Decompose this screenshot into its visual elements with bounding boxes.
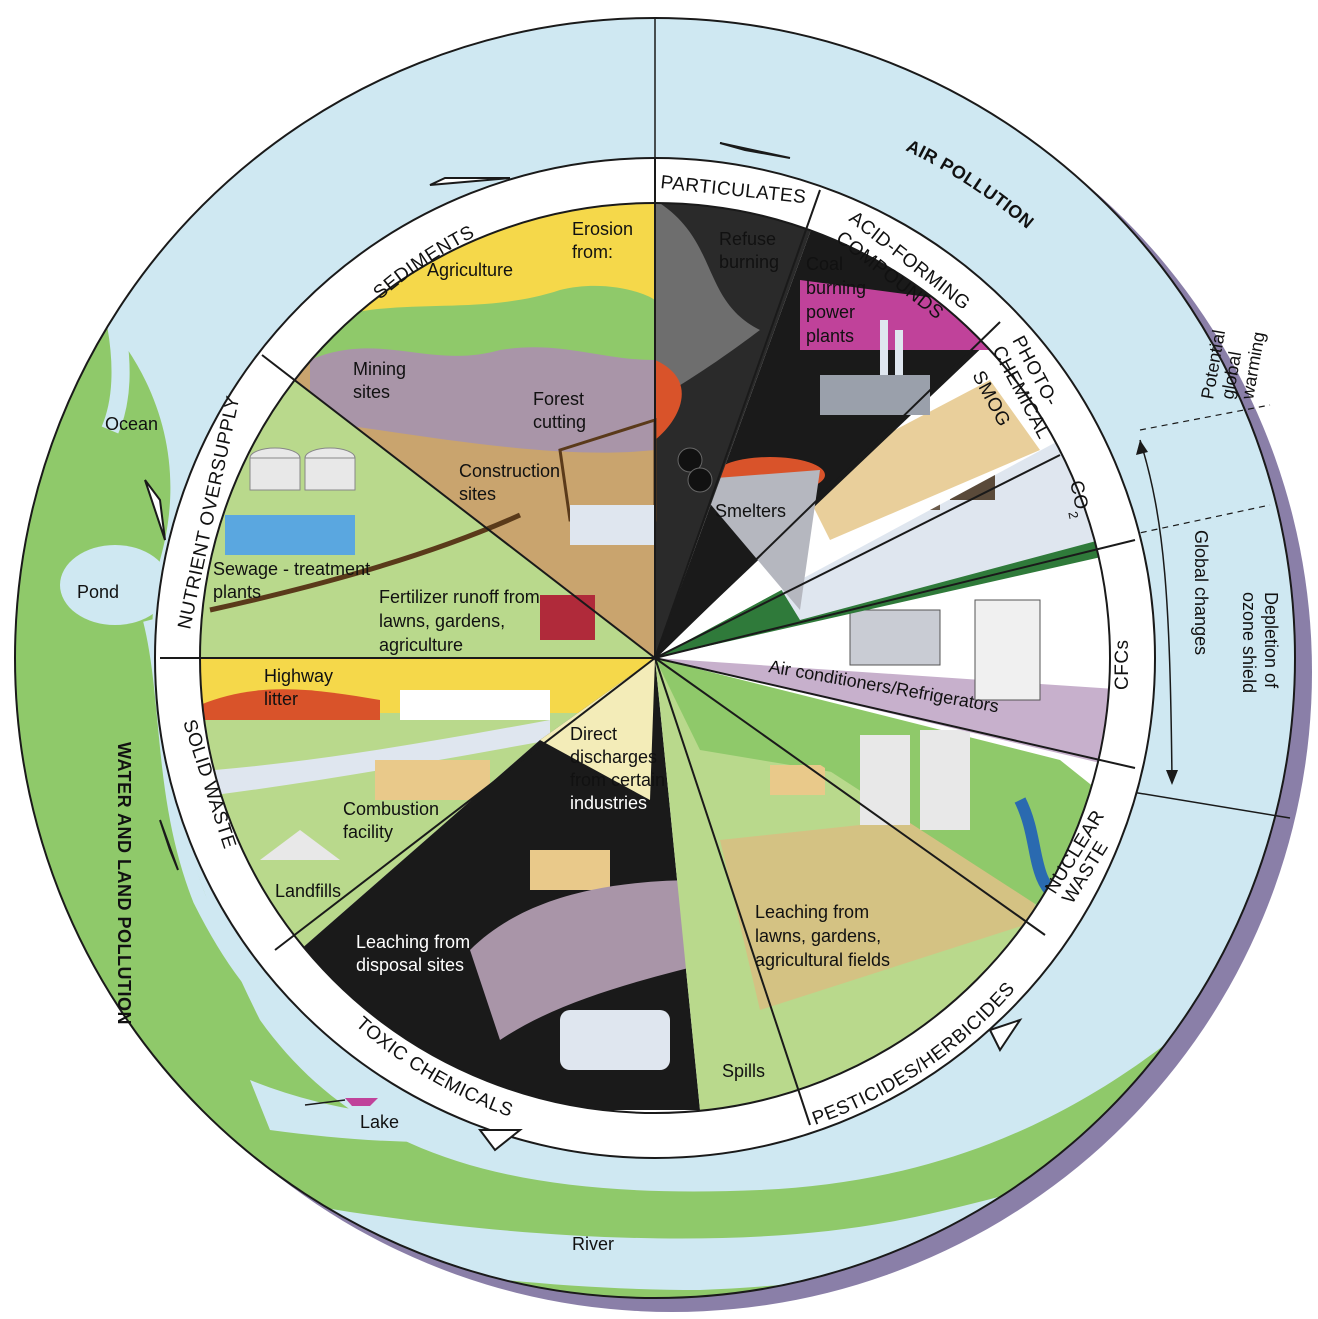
- svg-text:disposal sites: disposal sites: [356, 955, 464, 975]
- svg-text:Coal: Coal: [806, 254, 843, 274]
- svg-text:facility: facility: [343, 822, 393, 842]
- ozone-depletion-label: Depletion of ozone shield: [1239, 592, 1281, 693]
- category-cfcs: CFCs: [1112, 639, 1133, 690]
- svg-text:discharges: discharges: [570, 747, 657, 767]
- pond-label: Pond: [77, 582, 119, 602]
- global-warming-label: Potential global warming: [1197, 328, 1269, 401]
- lake-label: Lake: [360, 1112, 399, 1132]
- refuse-burning-label: Refuse burning: [719, 229, 779, 272]
- svg-text:lawns, gardens,: lawns, gardens,: [379, 611, 505, 631]
- region-divider-right: [1119, 789, 1291, 819]
- svg-text:agriculture: agriculture: [379, 635, 463, 655]
- svg-text:Mining: Mining: [353, 359, 406, 379]
- leaching-disposal-label: Leaching from disposal sites: [356, 932, 470, 975]
- svg-text:Direct: Direct: [570, 724, 617, 744]
- ring-tabs: [144, 142, 1023, 1152]
- svg-text:burning: burning: [806, 278, 866, 298]
- svg-text:Sewage - treatment: Sewage - treatment: [213, 559, 370, 579]
- coal-power-plants-label: Coal burning power plants: [806, 254, 866, 346]
- global-changes-label: Global changes: [1191, 530, 1211, 655]
- landfills-label: Landfills: [275, 881, 341, 901]
- river-label: River: [572, 1234, 614, 1254]
- warming-dash-top: [1139, 404, 1271, 431]
- fertilizer-runoff-label: Fertilizer runoff from lawns, gardens, a…: [379, 587, 540, 655]
- direct-discharges-label: Direct discharges from certain industrie…: [570, 724, 665, 813]
- svg-text:Fertilizer runoff from: Fertilizer runoff from: [379, 587, 540, 607]
- svg-text:ozone shield: ozone shield: [1239, 592, 1259, 693]
- mining-sites-label: Mining sites: [353, 359, 406, 402]
- svg-text:Construction: Construction: [459, 461, 560, 481]
- svg-text:Leaching from: Leaching from: [356, 932, 470, 952]
- smelters-label: Smelters: [715, 501, 786, 521]
- svg-text:Leaching from: Leaching from: [755, 902, 869, 922]
- wedge-nutrient: [200, 355, 655, 658]
- construction-sites-label: Construction sites: [459, 461, 560, 504]
- warming-dash-bottom: [1129, 504, 1271, 536]
- category-dividers: [160, 158, 1136, 1126]
- svg-text:Highway: Highway: [264, 666, 333, 686]
- svg-text:agricultural fields: agricultural fields: [755, 950, 890, 970]
- svg-text:Forest: Forest: [533, 389, 584, 409]
- svg-text:Combustion: Combustion: [343, 799, 439, 819]
- ocean-label: Ocean: [105, 414, 158, 434]
- sewage-tank: [225, 515, 355, 555]
- highway-litter-label: Highway litter: [264, 666, 333, 709]
- spills-label: Spills: [722, 1061, 765, 1081]
- svg-text:plants: plants: [806, 326, 854, 346]
- sewage-treatment-label: Sewage - treatment plants: [213, 559, 370, 602]
- svg-text:litter: litter: [264, 689, 298, 709]
- svg-text:industries: industries: [570, 793, 647, 813]
- barn: [540, 595, 595, 640]
- leaching-fields-label: Leaching from lawns, gardens, agricultur…: [755, 902, 890, 970]
- svg-text:from certain: from certain: [570, 770, 665, 790]
- svg-text:from:: from:: [572, 242, 613, 262]
- svg-text:Depletion of: Depletion of: [1261, 592, 1281, 689]
- pond-shape: [60, 545, 170, 625]
- svg-text:sites: sites: [353, 382, 390, 402]
- combustion-facility-label: Combustion facility: [343, 799, 439, 842]
- svg-text:power: power: [806, 302, 855, 322]
- svg-text:burning: burning: [719, 252, 779, 272]
- forest-cutting-label: Forest cutting: [533, 389, 586, 432]
- water-land-pollution-title: WATER AND LAND POLLUTION: [114, 742, 134, 1025]
- svg-text:lawns, gardens,: lawns, gardens,: [755, 926, 881, 946]
- svg-text:cutting: cutting: [533, 412, 586, 432]
- svg-text:plants: plants: [213, 582, 261, 602]
- agriculture-label: Agriculture: [427, 260, 513, 280]
- boat-icon: [345, 1098, 378, 1106]
- erosion-label: Erosion from:: [572, 219, 633, 262]
- svg-text:sites: sites: [459, 484, 496, 504]
- global-changes-arrow: [1139, 439, 1173, 781]
- svg-text:Erosion: Erosion: [572, 219, 633, 239]
- svg-text:warming: warming: [1237, 330, 1269, 401]
- svg-text:Refuse: Refuse: [719, 229, 776, 249]
